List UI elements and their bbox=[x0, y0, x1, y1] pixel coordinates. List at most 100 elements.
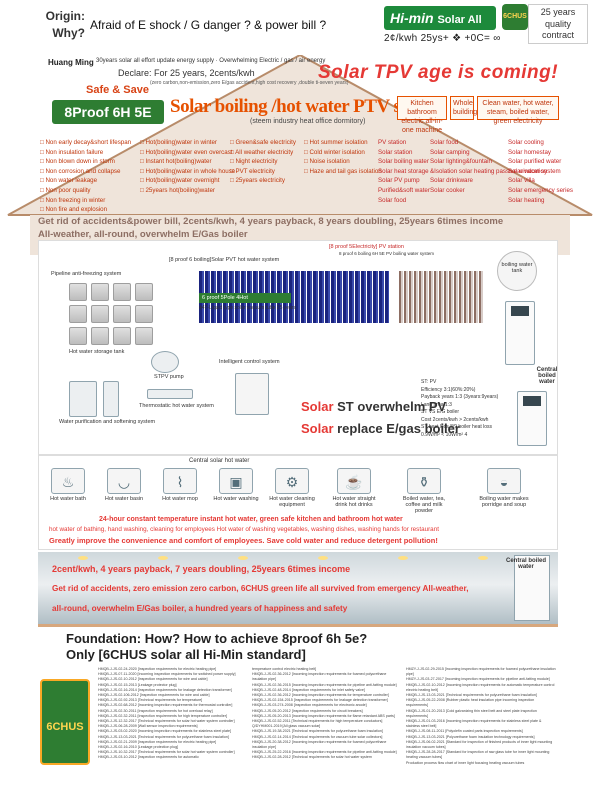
standard-item: HMQB-J-JS-12-32-2017 [Technical requirem… bbox=[98, 719, 235, 724]
standard-item: HMQB-J-JS-02-30-2011 [Inspection require… bbox=[98, 708, 213, 713]
restaurant-line-3: all-round, overwhelm E/Gas boiler, a hun… bbox=[52, 604, 348, 613]
use-bath: ♨Hot water bath bbox=[43, 468, 93, 502]
pipe-label: Pipeline anti-freezing system bbox=[51, 271, 122, 277]
use-label: Hot water mop bbox=[162, 496, 198, 502]
standard-item: HMQB-J-JS-02-52-2011 [Technical requirem… bbox=[252, 719, 383, 724]
list-item: Haze and tail gas isolation bbox=[304, 167, 381, 177]
list-item: 25years electricity bbox=[230, 176, 296, 186]
storage-tile bbox=[69, 327, 87, 345]
tagline: 2¢/kwh 25ys+ ❖ +0C= ∞ bbox=[384, 33, 501, 44]
washing-icon: ▣ bbox=[219, 468, 253, 494]
standards-col-1: HMQB-J-JS-02-24-2020 [Inspection require… bbox=[98, 667, 246, 761]
list-item: Cold winter isolation bbox=[304, 148, 382, 158]
use-tea: ⚱Boiled water, tea, coffee and milk powd… bbox=[399, 468, 449, 514]
why-label: Why? bbox=[52, 25, 85, 40]
use-label: Hot water basin bbox=[104, 496, 144, 502]
uses-title: Central solar hot water bbox=[189, 458, 250, 464]
st-overwhelm-pv: Solar ST overwhelm PV bbox=[301, 399, 446, 414]
standard-item: HMQB-J-JS-02-48-2014 [Inspection require… bbox=[252, 687, 365, 692]
use-mop: ⌇Hot water mop bbox=[155, 468, 205, 502]
solar-cooling-list: Solar cooling Solar homestay Solar purif… bbox=[508, 138, 573, 205]
logo-sub: Solar All bbox=[437, 14, 482, 26]
purifier-device bbox=[69, 381, 97, 417]
6chus-cert-badge: 6CHUS bbox=[40, 679, 90, 765]
uses-line-1: 24-hour constant temperature instant hot… bbox=[99, 516, 403, 523]
standard-item: HMQB-J-JS-02-106-2012 [Inspection requir… bbox=[98, 693, 210, 698]
ceiling-lamp bbox=[238, 556, 248, 560]
standard-item: HMQB-J-JS-02-14-2014 [Technical requirem… bbox=[252, 734, 383, 739]
standard-item: HMQB-J-JS-20-38-2012 [Incoming inspectio… bbox=[252, 739, 387, 750]
standard-item: HMQB-J-JS-01-03-2016 [Incoming inspectio… bbox=[406, 719, 542, 729]
standard-item: HMQB-J-JS-06-28-2009 [Wall sensor inspec… bbox=[98, 724, 198, 729]
list-item: Night electricity bbox=[230, 157, 296, 167]
use-porridge: ◒Boiling water makes porridge and soup bbox=[479, 468, 529, 508]
list-item: Solar station bbox=[378, 148, 413, 156]
pv-station-label: [8 proof 5Electricity] PV station bbox=[329, 244, 404, 250]
feature-whole-building: Whole building bbox=[450, 96, 477, 120]
standard-item: HMQB-J-JS-05-22-2008 [Rubber plastic hea… bbox=[406, 698, 535, 708]
storage-tile bbox=[135, 327, 153, 345]
standard-item: HMQB-J-JS-02-28-2012 [Technical requirem… bbox=[252, 755, 372, 760]
list-item: Solar camping bbox=[430, 148, 470, 156]
list-item: Non freezing in winter bbox=[40, 196, 131, 206]
standard-item: HMQB-J-JS-02-154-2015 [Inspection requir… bbox=[252, 698, 388, 703]
declare-label: Declare: bbox=[118, 68, 152, 78]
storage-tile bbox=[91, 305, 109, 323]
cabinet-screen bbox=[511, 306, 529, 316]
boiled-water-machine bbox=[514, 555, 550, 621]
pvt-title: Solar boiling /hot water PTV set bbox=[170, 96, 415, 117]
standard-item: HMQB-J-JS-03-10-2012 [Inspection require… bbox=[98, 755, 199, 760]
thermo-label: Thermostatic hot water system bbox=[139, 403, 214, 409]
boiling-tank: boiling water tank bbox=[497, 251, 537, 291]
pv-panel bbox=[399, 271, 484, 323]
storage-tile bbox=[69, 305, 87, 323]
solar-food-list: Solar food Solar camping Solar lighting&… bbox=[430, 138, 561, 196]
standard-item: HMQB-J-JS-02-68-2012 [Incoming inspectio… bbox=[98, 703, 233, 708]
stats-line: Cost 2cents/kwh > 2cents/kwh bbox=[421, 416, 489, 423]
standard-item: HMQB-J-JS-02-16-2010 [Leakage protection… bbox=[98, 745, 179, 750]
use-label: Hot water straight drink hot drinks bbox=[332, 496, 376, 508]
feature-kitchen: Kitchen bathroom electric all-in-one mac… bbox=[397, 96, 447, 134]
list-item: Non poor quality bbox=[40, 186, 131, 196]
standard-item: HMQB-J-JS-05-20-2012 [Inspection require… bbox=[252, 708, 363, 713]
use-basin: ◡ Hot water basin bbox=[99, 468, 149, 502]
station-list: PV station Solar station Solar boiling w… bbox=[378, 138, 430, 205]
use-label: Hot water washing bbox=[213, 496, 259, 502]
list-item: Hot(boiling)water even overcast bbox=[140, 148, 235, 158]
restaurant-label: Central boiled water bbox=[506, 558, 547, 570]
thermostatic-device bbox=[147, 389, 193, 399]
tube-label: ɸ47-Liquid type solar vacuum tube 25 yea… bbox=[199, 305, 296, 311]
standard-item: HMQB-J-JS-02-36-2012 [Incoming inspectio… bbox=[252, 693, 389, 698]
electricity-list: Green&safe electricity All weather elect… bbox=[230, 138, 296, 186]
list-item: &Isolation solar heating passive window … bbox=[430, 167, 561, 175]
standard-item: HMQB-J-JS-01-20-2013 [Cold galvanizing t… bbox=[406, 708, 537, 718]
list-item: Hot(boiling)water in winter bbox=[140, 138, 235, 148]
standard-item: HMZY-J-JS-03-27-2017 [Incoming inspectio… bbox=[406, 677, 550, 682]
list-item: Solar villa bbox=[508, 177, 535, 185]
restaurant-photo: 2cent/kwh, 4 years payback, 7 years doub… bbox=[38, 552, 558, 624]
standard-item: HMQB-J-JS-02-92-2013 [Technical requirem… bbox=[98, 698, 203, 703]
standard-item: HMQB-J-JS-02-24-2020 [Inspection require… bbox=[98, 667, 217, 671]
stats-line: ST: PV bbox=[421, 379, 437, 385]
basin-icon: ◡ bbox=[107, 468, 141, 494]
list-item: Purified&soft water bbox=[378, 187, 430, 195]
standard-item: HMQB-J-JS-02-10-2012 [Incoming inspectio… bbox=[406, 682, 555, 692]
standard-item: HMQB-J-JS-02-21-2009 [Inspection require… bbox=[98, 739, 217, 744]
ceiling-lamp bbox=[478, 556, 488, 560]
list-item: Solar PV pump bbox=[378, 177, 420, 185]
ceiling-lamp bbox=[318, 556, 328, 560]
cleaning-icon: ⚙ bbox=[275, 468, 309, 494]
central-label: Central boiled water bbox=[536, 367, 558, 385]
use-cleaning: ⚙Hot water cleaning equipment bbox=[267, 468, 317, 508]
declare-line: Declare: For 25 years, 2cents/kwh bbox=[118, 68, 255, 78]
list-item: Solar homestay bbox=[508, 148, 551, 156]
use-label: Hot water bath bbox=[50, 496, 86, 502]
summary-block: Get rid of accidents&power bill, 2cents/… bbox=[38, 216, 503, 242]
cup-icon: ☕ bbox=[337, 468, 371, 494]
use-drink: ☕ Hot water straight drink hot drinks bbox=[329, 468, 379, 508]
list-item: Hot summer isolation bbox=[304, 138, 382, 148]
list-item: Solar emergency series bbox=[508, 187, 573, 195]
foundation-section: Foundation: How? How to achieve 8proof 6… bbox=[38, 624, 558, 800]
pvt-subtitle: (steem industry heat office dormitory) bbox=[250, 118, 366, 125]
sol2-text: replace E/gas boiler bbox=[333, 421, 460, 436]
